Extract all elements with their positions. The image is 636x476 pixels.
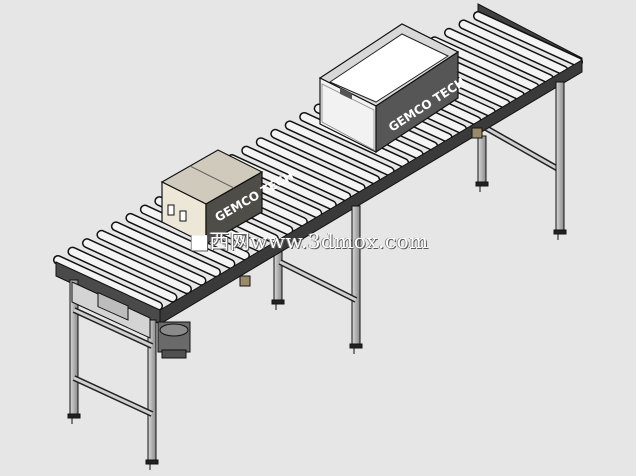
watermark-text: ■西网www.3dmox.com xyxy=(190,229,429,253)
rail-brackets xyxy=(239,127,483,287)
roller-highlight xyxy=(460,20,568,74)
front-leg xyxy=(555,81,565,231)
roller-highlight xyxy=(126,214,234,268)
front-brace xyxy=(73,308,153,348)
drive-motor xyxy=(157,321,191,359)
roller-highlight xyxy=(68,248,176,302)
back-brace xyxy=(485,126,561,172)
leveling-foot xyxy=(271,299,285,310)
roller-highlight xyxy=(445,29,553,83)
back-leg xyxy=(273,249,283,301)
roller-highlight xyxy=(257,138,365,192)
roller-highlight xyxy=(54,256,162,310)
leveling-foot xyxy=(553,229,567,240)
leveling-foot xyxy=(349,343,363,354)
roller-highlight xyxy=(97,231,205,285)
roller-highlight xyxy=(112,222,220,276)
front-legs xyxy=(67,81,567,470)
roller-highlight xyxy=(83,239,191,293)
roller-highlight xyxy=(271,130,379,184)
front-leg xyxy=(147,319,157,461)
roller-highlight xyxy=(474,12,582,66)
back-leg xyxy=(477,135,487,183)
back-legs xyxy=(271,125,562,310)
roller-highlight xyxy=(286,121,394,175)
leveling-foot xyxy=(145,459,159,470)
roller-highlight xyxy=(242,147,350,201)
middle-brace xyxy=(279,260,357,302)
front-brace xyxy=(73,376,153,416)
roller-bed xyxy=(53,11,583,311)
leveling-foot xyxy=(67,413,81,424)
loading-end-drive-box xyxy=(71,281,151,339)
leveling-foot xyxy=(475,181,489,192)
